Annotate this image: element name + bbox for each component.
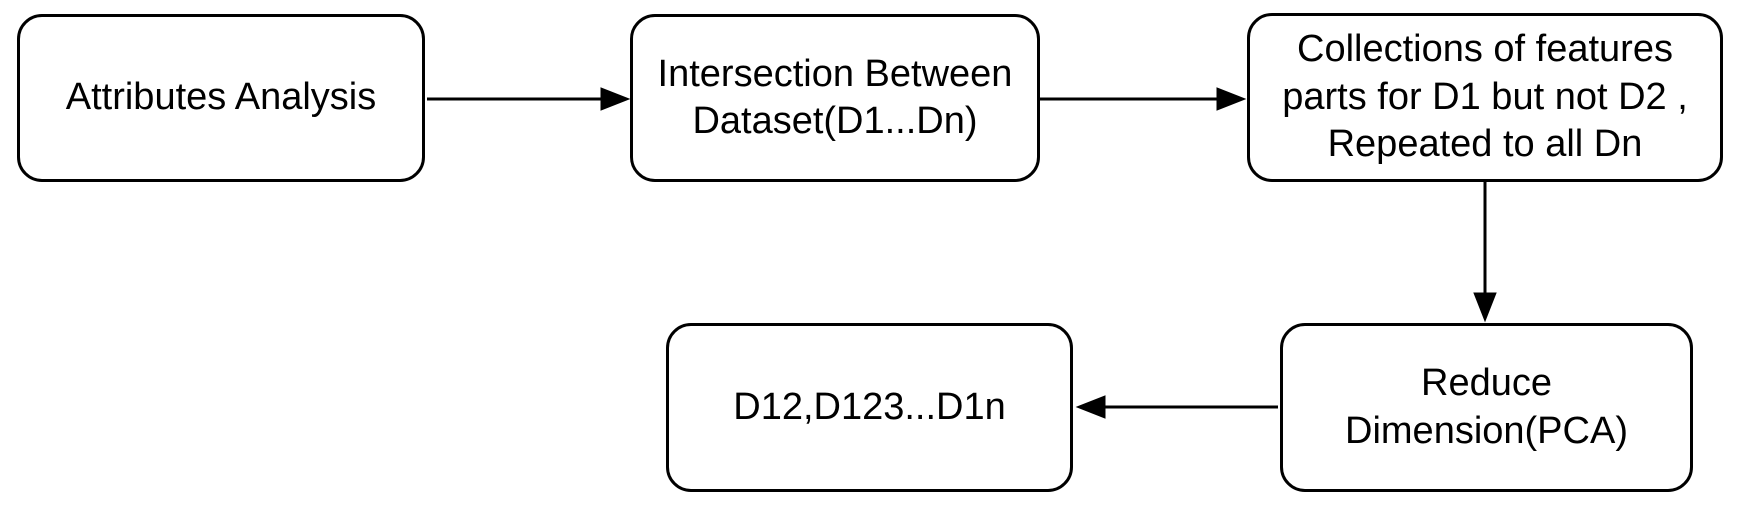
node-attributes-analysis: Attributes Analysis (17, 14, 425, 182)
node-attributes-analysis-label: Attributes Analysis (65, 76, 377, 119)
node-collections-of-features-label: Collections of features parts for D1 but… (1282, 28, 1688, 166)
node-result-datasets-label: D12,D123...D1n (733, 385, 1006, 428)
arrow-collections-to-reduce (1473, 182, 1497, 323)
node-reduce-dimension-pca-label: Reduce Dimension(PCA) (1345, 362, 1628, 452)
node-intersection-between-dataset-label: Intersection Between Dataset(D1...Dn) (657, 52, 1013, 143)
arrow-reduce-to-result (1075, 395, 1278, 419)
node-reduce-dimension-pca: Reduce Dimension(PCA) (1280, 323, 1693, 492)
arrow-intersection-to-collections (1040, 87, 1247, 111)
node-result-datasets: D12,D123...D1n (666, 323, 1073, 492)
arrow-attributes-to-intersection (427, 87, 631, 111)
node-intersection-between-dataset: Intersection Between Dataset(D1...Dn) (630, 14, 1040, 182)
node-collections-of-features: Collections of features parts for D1 but… (1247, 13, 1723, 182)
